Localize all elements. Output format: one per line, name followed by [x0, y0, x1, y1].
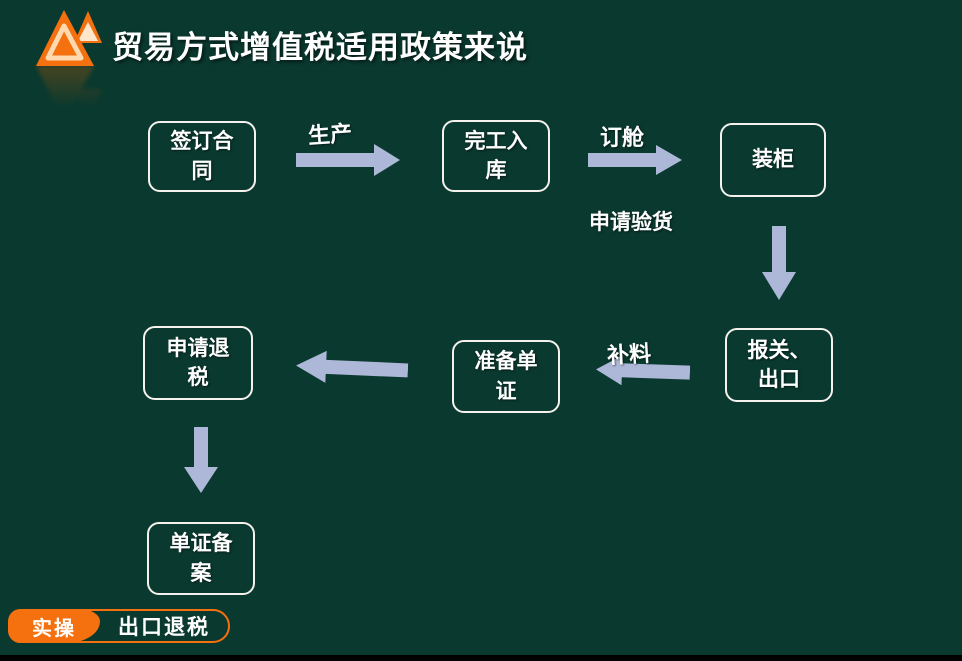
flow-node-sign-contract: 签订合 同	[148, 121, 256, 192]
flow-node-finish-warehouse: 完工入 库	[442, 120, 550, 192]
arrow-down-to-customs	[762, 226, 796, 300]
flow-node-label: 单证备 案	[169, 532, 233, 585]
orange-triangles-logo-icon	[20, 10, 120, 108]
flow-node-docs-filing: 单证备 案	[147, 522, 255, 595]
footer-badge: 实操 出口退税	[8, 609, 230, 643]
flow-node-apply-refund: 申请退 税	[143, 326, 253, 400]
arrow-left-to-refund	[296, 350, 409, 383]
edge-label-supplement: 补料	[606, 340, 652, 369]
flow-node-label: 签订合 同	[170, 130, 234, 183]
edge-label-booking: 订舱	[600, 125, 645, 150]
slide-title: 贸易方式增值税适用政策来说	[112, 30, 528, 65]
edge-label-inspection: 申请验货	[589, 211, 673, 234]
flow-node-label: 报关、 出口	[747, 338, 811, 391]
footer-badge-topic: 出口退税	[118, 616, 210, 639]
flow-node-customs-export: 报关、 出口	[725, 328, 833, 402]
flow-node-label: 准备单 证	[474, 350, 538, 403]
arrow-down-to-filing	[184, 427, 218, 493]
arrow-left-supplement	[596, 355, 691, 386]
arrow-right-produce	[296, 144, 400, 176]
arrow-right-booking	[588, 145, 682, 175]
flow-node-load-container: 装柜	[720, 123, 826, 197]
flow-node-prepare-docs: 准备单 证	[452, 340, 560, 413]
flow-node-label: 完工入 库	[464, 129, 528, 182]
flow-node-label: 装柜	[752, 148, 794, 172]
bottom-black-bar	[0, 655, 962, 661]
footer-badge-tag: 实操	[8, 609, 100, 643]
flow-node-label: 申请退 税	[166, 336, 230, 389]
edge-label-produce: 生产	[307, 120, 353, 149]
